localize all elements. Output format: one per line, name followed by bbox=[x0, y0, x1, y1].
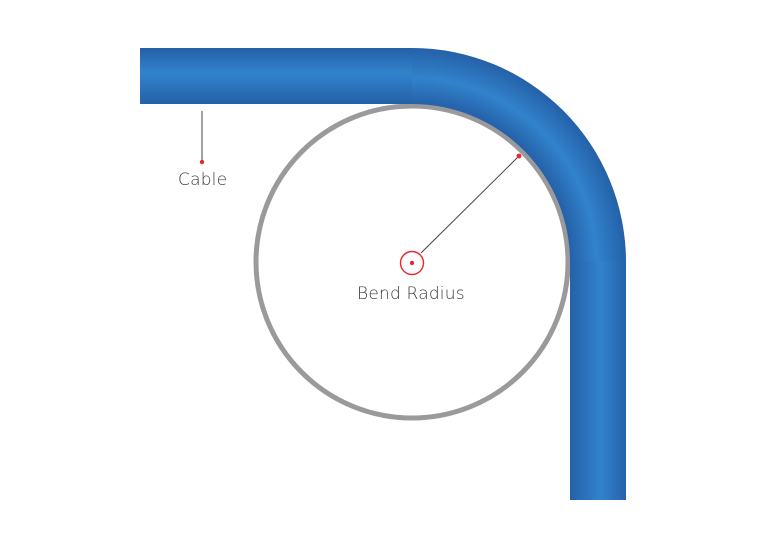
cable-marker-dot-icon bbox=[199, 159, 205, 165]
bend-radius-circle bbox=[253, 103, 571, 421]
center-dot-icon bbox=[409, 260, 415, 266]
bend-radius-label: Bend Radius bbox=[357, 284, 465, 304]
cable-label: Cable bbox=[178, 170, 228, 190]
cable-vertical-segment bbox=[570, 261, 626, 500]
cable-horizontal-segment bbox=[140, 48, 413, 104]
radius-leader-line bbox=[420, 155, 520, 254]
radius-edge-dot-icon bbox=[516, 153, 522, 159]
cable-bend-arc bbox=[412, 48, 626, 262]
